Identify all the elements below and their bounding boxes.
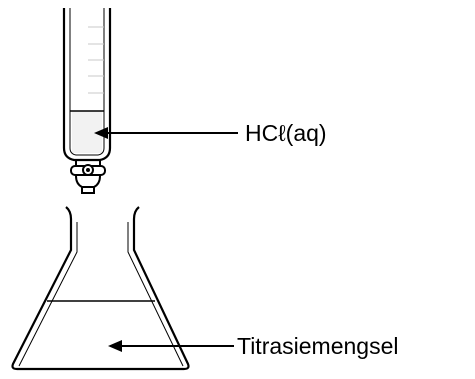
burette-graduations [88,26,104,94]
burette-tip [81,187,95,194]
acid-label: HCℓ(aq) [245,120,327,146]
mixture-label: Titrasiemengsel [237,333,398,359]
flask-outer-wall [11,206,190,371]
acid-arrow [94,127,238,139]
burette [62,8,112,194]
mixture-arrow [108,340,234,352]
burette-body [62,8,112,162]
burette-inner-wall [69,8,105,156]
erlenmeyer-flask [11,206,190,371]
flask-inner-wall [18,222,184,367]
stopcock [70,160,106,188]
